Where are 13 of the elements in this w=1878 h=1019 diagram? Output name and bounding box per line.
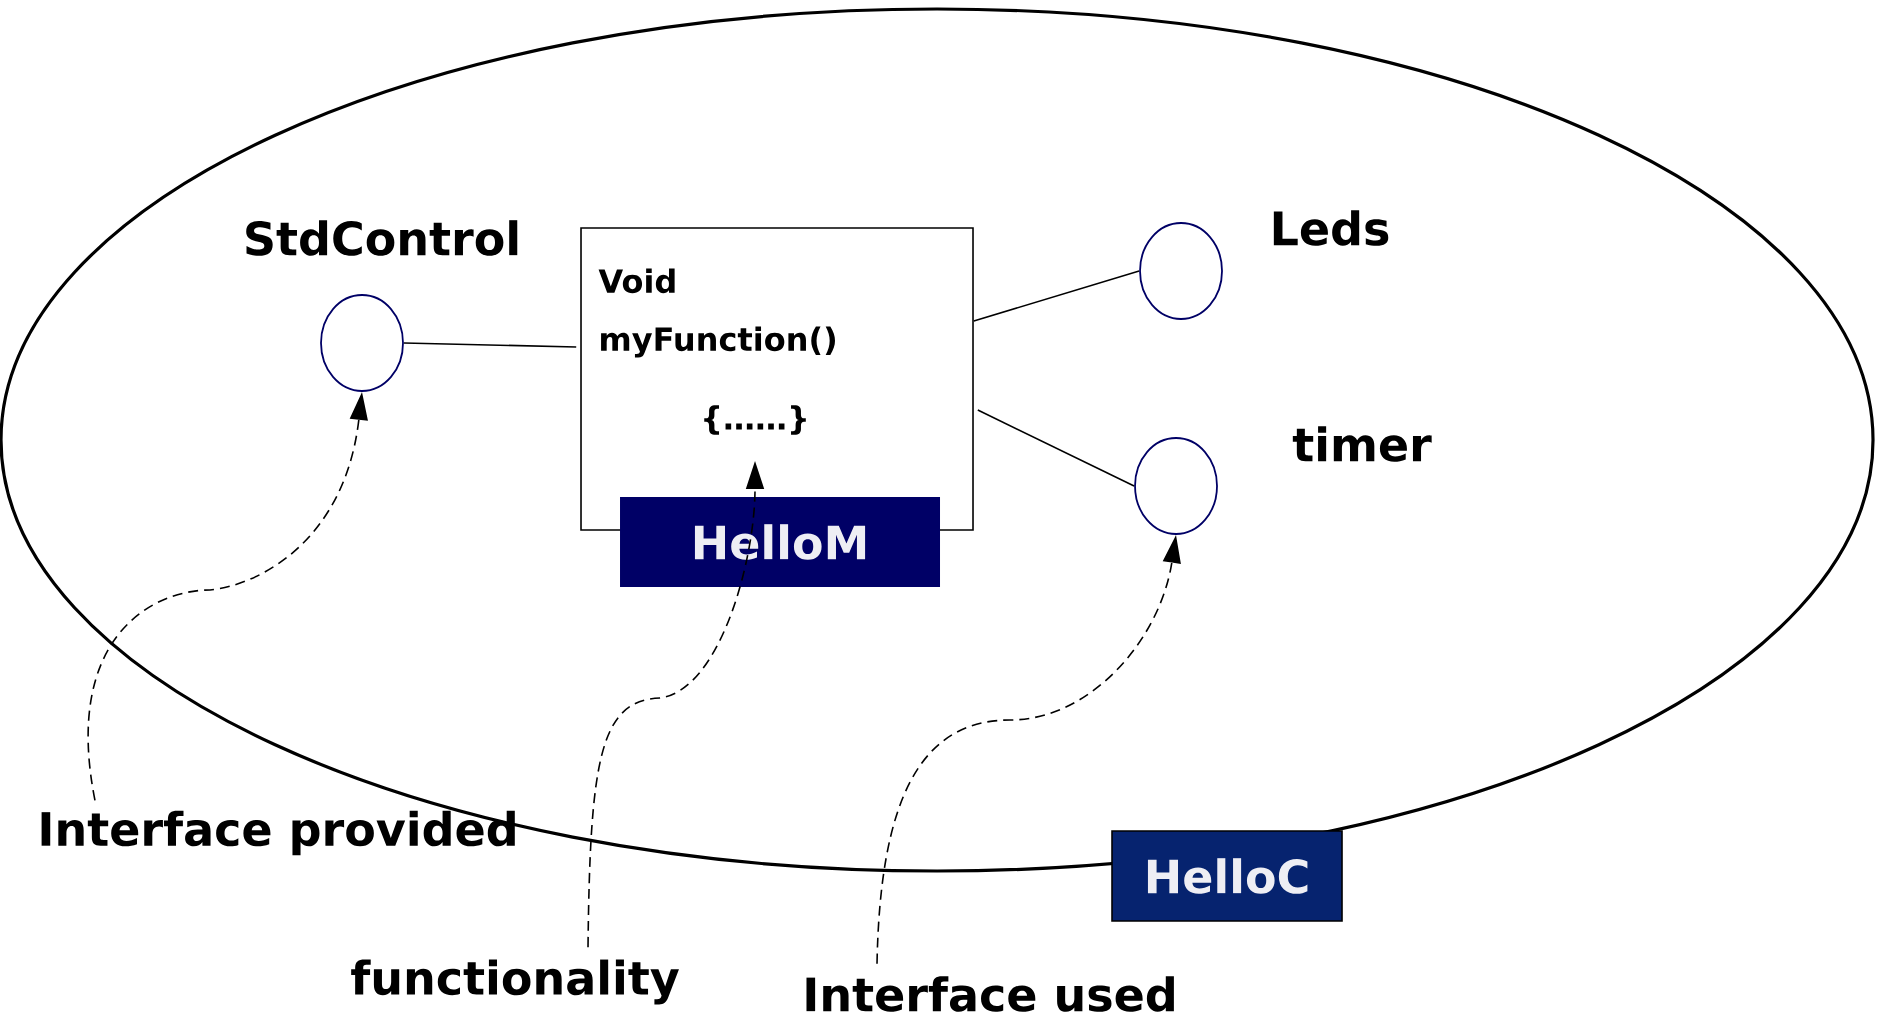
connector-line bbox=[973, 270, 1140, 322]
callout-label: Interface used bbox=[806, 976, 1174, 1012]
interface-label: Leds bbox=[1273, 210, 1389, 246]
code-text: Void myFunction() bbox=[598, 268, 835, 358]
interface-label: StdControl bbox=[246, 220, 518, 256]
callout-label: functionality bbox=[351, 959, 679, 1005]
code-text: {……} bbox=[704, 405, 806, 435]
connector-line bbox=[977, 409, 1135, 487]
name-tab: HelloC bbox=[1111, 830, 1343, 922]
name-tab: HelloM bbox=[620, 497, 940, 587]
connector-line bbox=[403, 342, 577, 348]
interface-label: timer bbox=[1292, 426, 1432, 462]
callout-label: Interface provided bbox=[41, 810, 515, 856]
